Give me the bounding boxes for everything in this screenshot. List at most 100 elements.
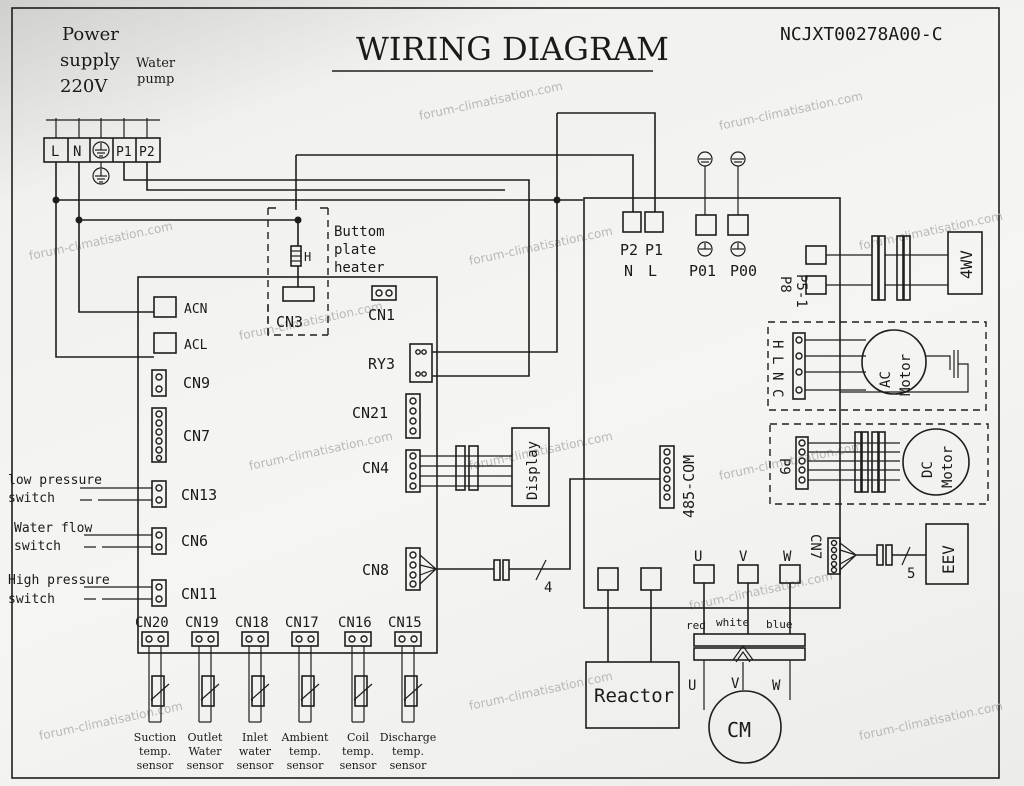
acn-terminal [153,296,177,318]
thermistor-icon [404,675,418,707]
485-com-label: 485-COM [680,455,698,518]
thermistor-icon [354,675,368,707]
heater-h-label: H [304,250,311,264]
l-label: L [648,262,657,280]
p2-label: P2 [620,241,638,259]
blue-wire-label: blue [766,618,793,631]
hlnc-n-label: N [769,372,785,380]
p00-terminal [727,214,749,236]
ac-motor-label: Motor [898,354,914,396]
acl-terminal [153,332,177,354]
p9-label: P9 [776,458,792,475]
sensor-connector [141,631,169,647]
ground-icon [92,162,110,185]
water-pump-label: Water [136,56,176,71]
sensor-label: sensor [390,759,428,772]
watermark: forum-climatisation.com [688,569,834,613]
sensor-connector [291,631,319,647]
sensor-label: temp. [289,745,321,758]
sensor-connector-label: CN15 [388,615,422,631]
sensor-label: Coil [347,731,370,744]
ry3-label: RY3 [368,355,395,373]
terminal-n: N [73,144,81,160]
watermark: forum-climatisation.com [28,219,174,263]
cn8-wire-count: 4 [544,580,552,596]
thermistor-icon [251,675,265,707]
ground-icon [730,151,746,167]
sensor-label: sensor [287,759,325,772]
p01-terminal [695,214,717,236]
ground-icon [697,241,713,257]
cn13-label: CN13 [181,486,217,504]
v-terminal [737,564,759,584]
p8-label: P8 [777,276,793,293]
ry3-relay [409,343,433,383]
display-label: Display [525,441,541,500]
u-label: U [694,549,702,565]
compressor-w-label: W [772,678,781,694]
external-switches: low pressure switch Water flow switch Hi… [8,473,152,607]
ground-icon [697,151,713,167]
display-module: Display [420,427,550,507]
supply-label: supply [60,50,121,71]
cn7-eev-connector [827,537,841,575]
sensor-connector [241,631,269,647]
v-label: V [739,549,748,565]
cn6-connector [151,527,167,555]
p01-label: P01 [689,262,716,280]
sensor-label: Inlet [242,731,268,744]
u-terminal [693,564,715,584]
white-wire-label: white [716,616,749,629]
cn6-label: CN6 [181,532,208,550]
sensor-label: sensor [237,759,275,772]
cn7-main-label: CN7 [183,427,210,445]
thermistor-icon [301,675,315,707]
water-pump-label: pump [137,72,174,87]
water-flow-switch-label: switch [14,539,61,554]
thermistor-icon [151,675,165,707]
watermark: forum-climatisation.com [238,299,384,343]
4wv-valve [947,231,983,295]
cn7-main-connector [151,407,167,463]
heater-label: heater [334,260,385,276]
sensor-connector-label: CN18 [235,615,269,631]
cn9-connector [151,369,167,397]
hlnc-l-label: L [769,356,785,364]
w-label: W [783,549,792,565]
cn8-connector [405,547,421,591]
cn21-connector [405,393,421,439]
dc-motor-label: Motor [940,446,956,488]
sensor-connector [191,631,219,647]
sensor-label: Outlet [188,731,224,744]
high-pressure-switch-label: High pressure [8,573,110,588]
ground-icon [730,241,746,257]
sensor-label: sensor [340,759,378,772]
sensor-label: temp. [139,745,171,758]
cm-label: CM [727,718,751,742]
sensor-connector [394,631,422,647]
p5-1-terminal [805,245,827,265]
485-com-connector [659,445,675,509]
diagram-title: WIRING DIAGRAM [356,30,669,68]
eev-valve [925,523,969,585]
cn13-connector [151,480,167,508]
ac-motor-label: AC [878,371,894,388]
terminal-p2: P2 [139,145,155,160]
p00-label: P00 [730,262,757,280]
red-wire-label: red [686,619,706,632]
drive-board: P2 P1 N L P01 P00 P5-1 P8 4WV [583,151,989,609]
cn11-label: CN11 [181,585,217,603]
watermark: forum-climatisation.com [858,699,1004,743]
sensor-connector [344,631,372,647]
cn7-label: CN7 [807,534,823,559]
reactor: Reactor [585,590,680,729]
cn1-connector [371,285,397,301]
dc-motor-label: DC [920,461,936,478]
